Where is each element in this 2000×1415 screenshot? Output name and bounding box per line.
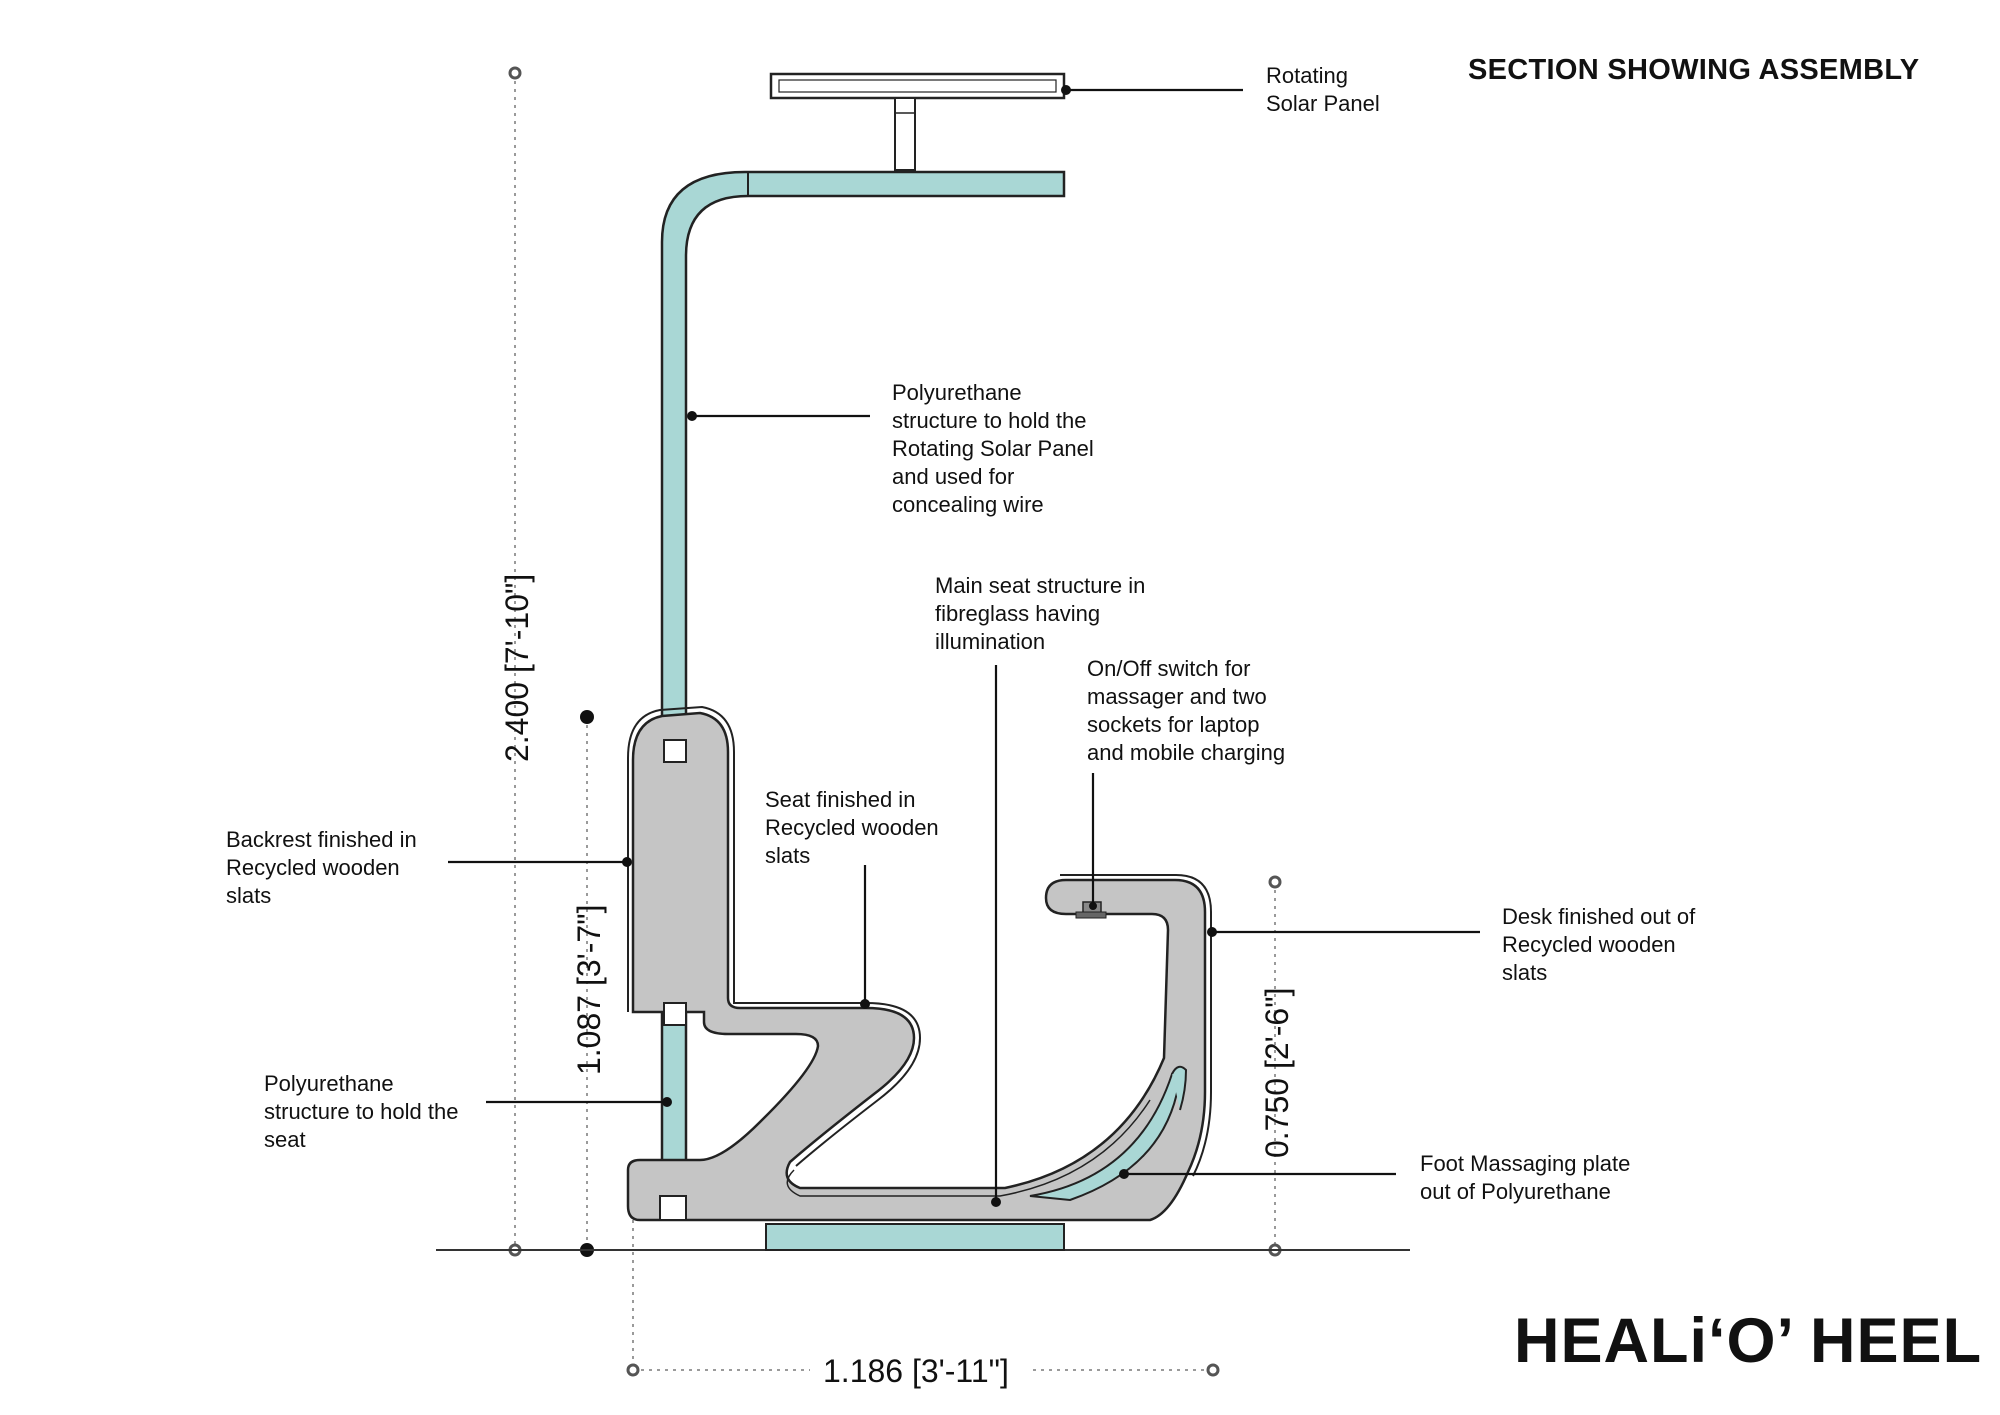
callout-switch: On/Off switch for massager and two socke… [1087, 656, 1285, 765]
callout-solar-panel: Rotating Solar Panel [1266, 63, 1380, 116]
overall-width-label-bg: 1.186 [3'-11"] [810, 1348, 1030, 1390]
solar-panel [769, 72, 1066, 100]
backrest-slat-outline [627, 705, 922, 1167]
callout-backrest: Backrest finished in Recycled wooden sla… [226, 827, 423, 908]
dim-marker-width-left [626, 1363, 640, 1377]
callout-desk: Desk finished out of Recycled wooden sla… [1502, 904, 1701, 985]
leader-dots [622, 85, 1217, 1207]
callout-main-seat: Main seat structure in fibreglass having… [935, 573, 1151, 654]
fibreglass-seat-structure [626, 711, 1207, 1222]
polyurethane-pole [660, 170, 1066, 732]
dim-marker-width-right [1206, 1363, 1220, 1377]
product-title: HEALi‘O’ HEEL [1514, 1306, 1983, 1376]
callout-seat-support: Polyurethane structure to hold the seat [264, 1071, 465, 1152]
callout-foot-plate: Foot Massaging plate out of Polyurethane [1420, 1151, 1636, 1204]
leader-lines [448, 88, 1480, 1202]
solar-panel-mast [894, 97, 916, 171]
dim-marker-top [508, 66, 522, 80]
seat-height-label: 1.087 [3'-7"] [571, 905, 607, 1075]
dim-marker-seat-top [580, 710, 594, 724]
drawing-heading: SECTION SHOWING ASSEMBLY [1468, 54, 1920, 86]
callout-pole: Polyurethane structure to hold the Rotat… [892, 380, 1100, 517]
solar-panel-frame [778, 79, 1057, 93]
base-fixing [659, 1195, 687, 1221]
solar-panel-assembly [769, 72, 1066, 171]
seat-body [626, 705, 1212, 1222]
desk-slat-outline [1060, 874, 1212, 1177]
base-plinth [765, 1223, 1065, 1251]
callout-labels: Rotating Solar Panel Polyurethane struct… [226, 63, 1701, 1204]
desk-height-label: 0.750 [2'-6"] [1259, 988, 1295, 1158]
overall-width-label: 1.186 [3'-11"] [823, 1353, 1009, 1389]
seat-fixing [663, 1002, 687, 1026]
callout-seat-slats: Seat finished in Recycled wooden slats [765, 787, 945, 868]
dimension-labels: 2.400 [7'-10"] 1.087 [3'-7"] 0.750 [2'-6… [499, 574, 1295, 1390]
backrest-fixing [663, 739, 687, 763]
polyurethane-seat-support [660, 1008, 688, 1177]
dim-marker-desk-top [1268, 875, 1282, 889]
overall-height-label: 2.400 [7'-10"] [499, 574, 535, 762]
